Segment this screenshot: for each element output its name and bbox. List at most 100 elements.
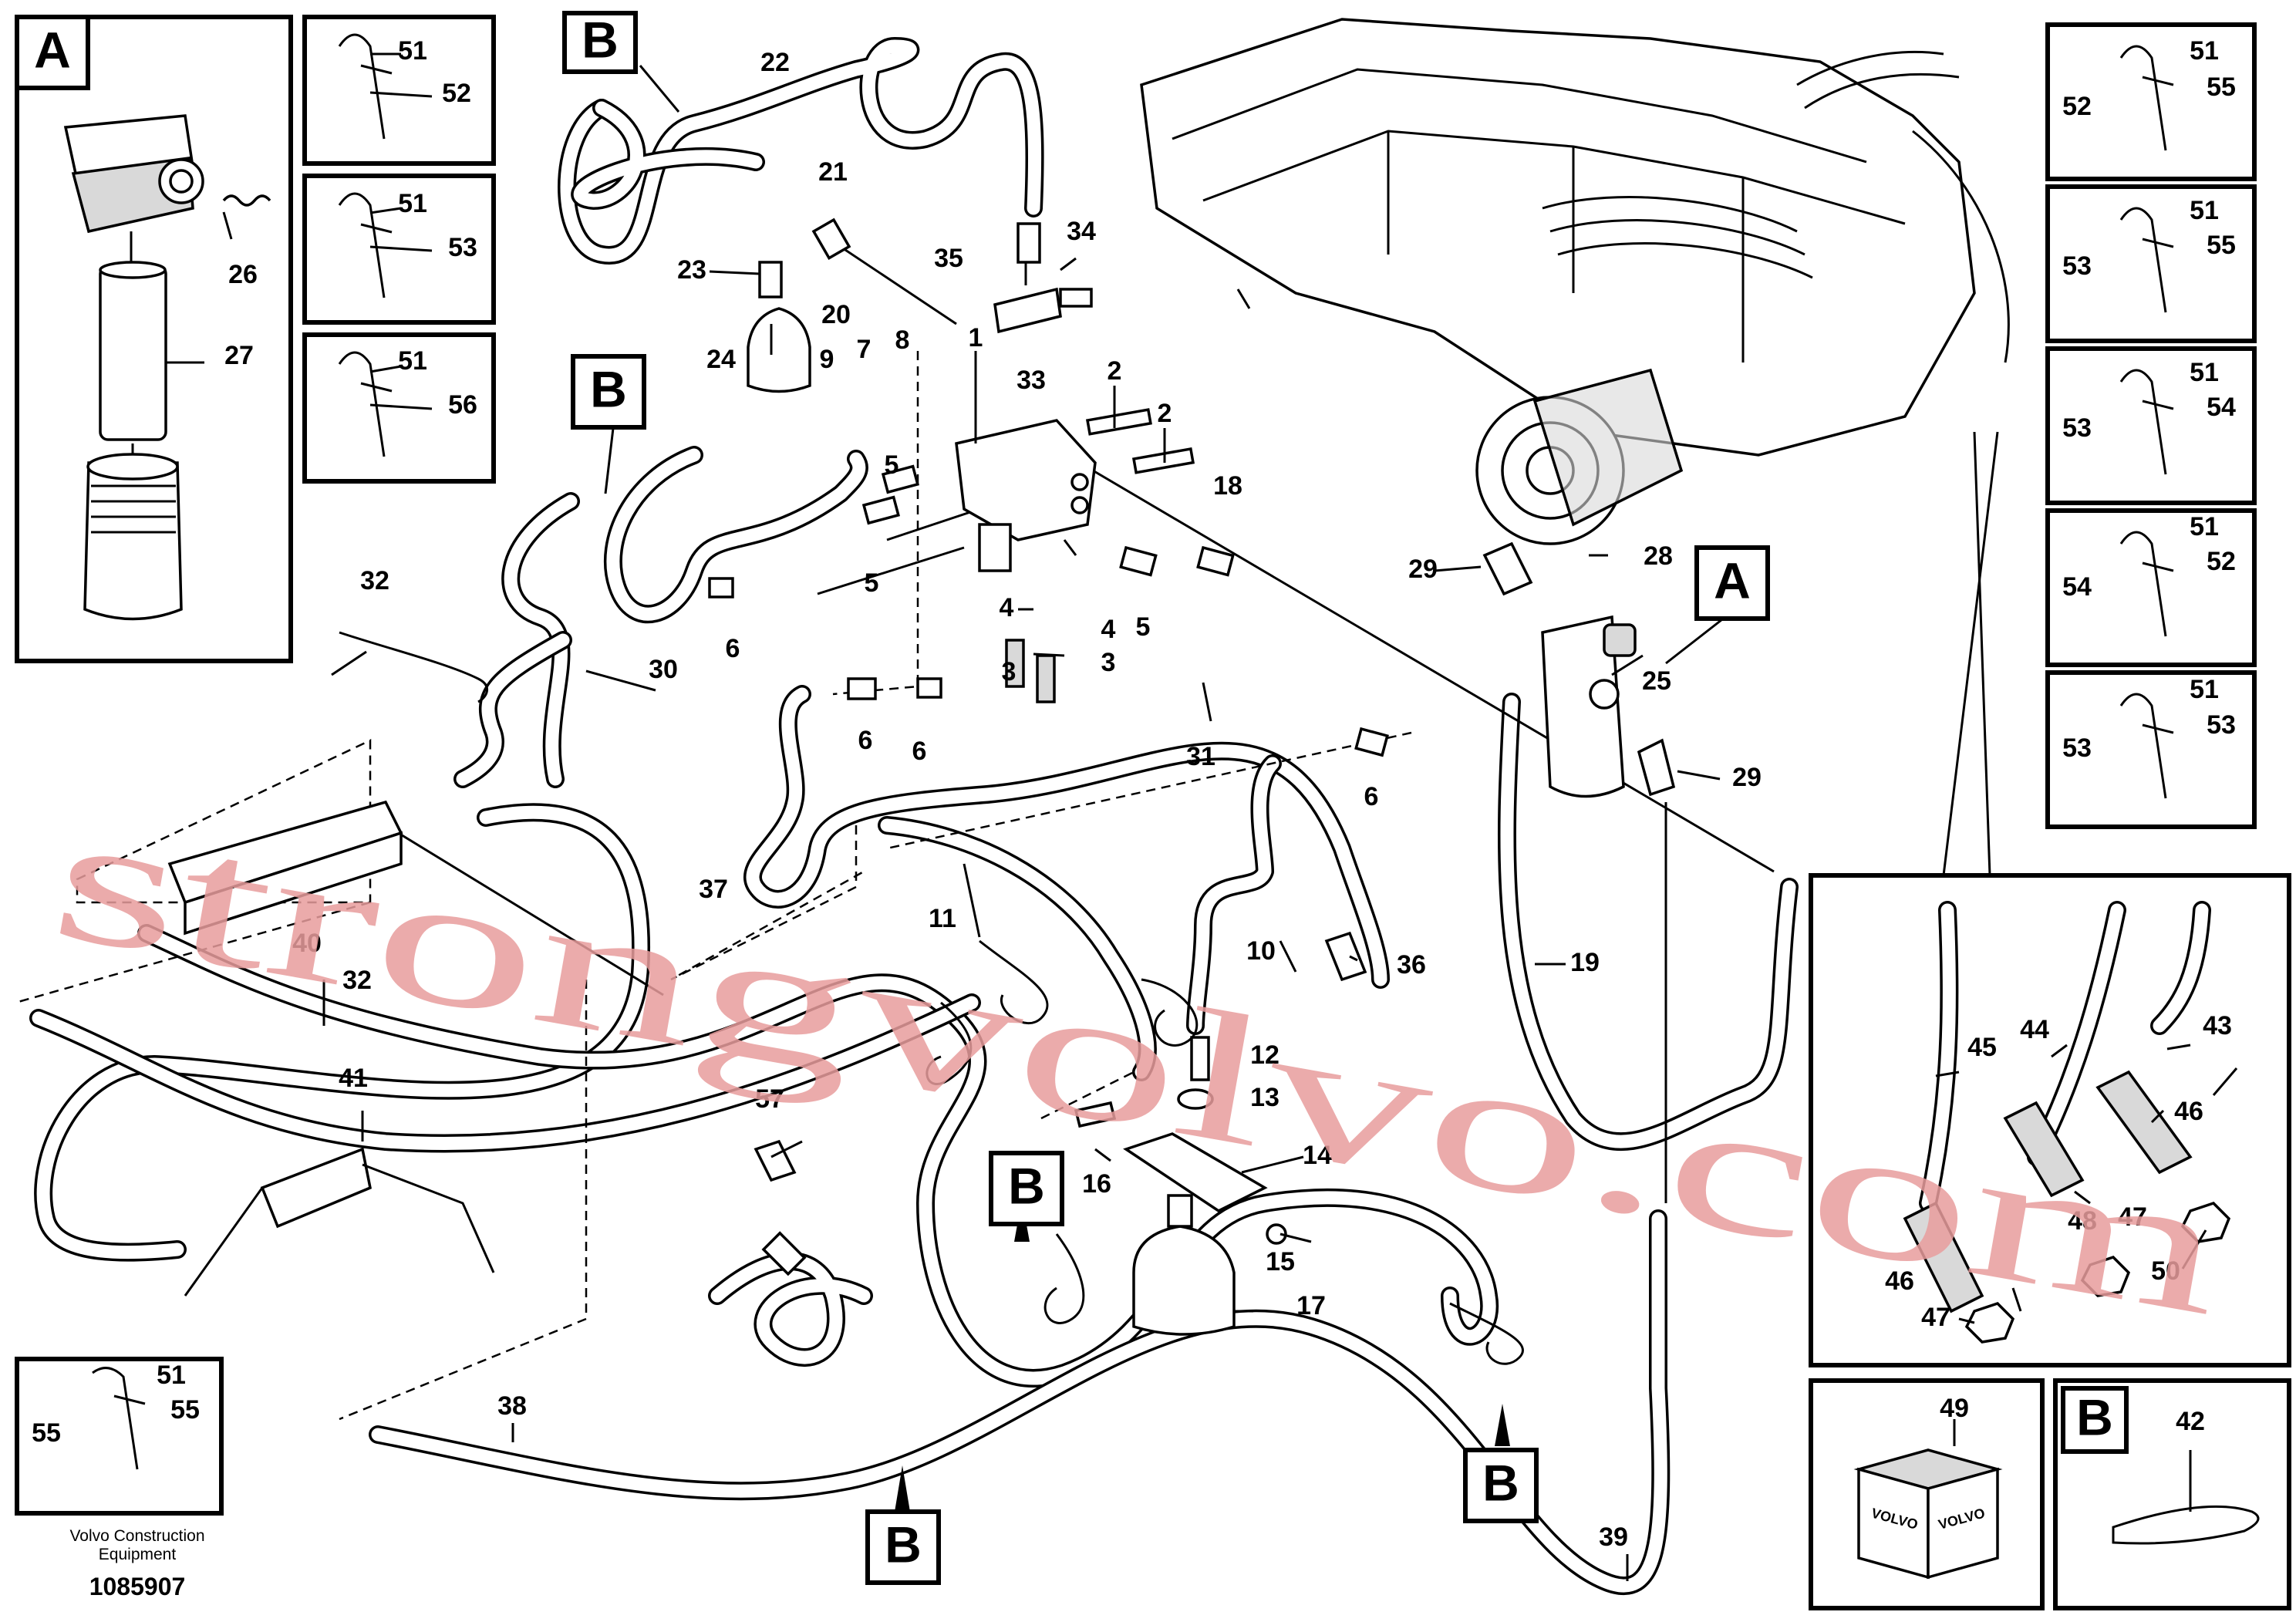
callout-4: 4 [1101, 615, 1116, 644]
detail-panel-a: A [15, 15, 293, 663]
callout-53: 53 [2062, 413, 2092, 443]
detail-panel-cable-ties-right [2045, 22, 2257, 829]
callout-8: 8 [895, 325, 910, 355]
callout-41: 41 [339, 1064, 368, 1093]
view-flag-b: B [582, 11, 619, 68]
callout-57: 57 [755, 1084, 784, 1114]
callout-6: 6 [858, 726, 873, 755]
callout-48: 48 [2068, 1206, 2097, 1236]
callout-22: 22 [760, 48, 790, 77]
callout-6: 6 [912, 737, 927, 766]
svg-text:B: B [2076, 1388, 2113, 1445]
view-flag-b: B [885, 1516, 922, 1573]
callout-2: 2 [1108, 356, 1122, 386]
callout-45: 45 [1967, 1033, 1997, 1062]
cable-tie-icon [2119, 45, 2174, 799]
callout-52: 52 [2062, 92, 2092, 121]
view-flags: B B A B B B [562, 11, 1770, 1585]
callout-55: 55 [170, 1395, 200, 1425]
view-flag-b: B [1008, 1157, 1045, 1214]
view-flag-a: A [1714, 551, 1751, 609]
callout-5: 5 [885, 450, 899, 480]
detail-panel-kit: VOLVO VOLVO [1809, 1378, 2045, 1610]
callout-50: 50 [2151, 1256, 2180, 1286]
callout-42: 42 [2176, 1407, 2205, 1436]
footer: Volvo Construction Equipment 1085907 [69, 1527, 204, 1600]
callout-32: 32 [342, 966, 372, 995]
callout-40: 40 [292, 929, 322, 958]
view-flag-b: B [1482, 1454, 1519, 1511]
callout-51: 51 [398, 346, 427, 376]
callout-5: 5 [1136, 612, 1151, 642]
callout-15: 15 [1266, 1247, 1295, 1276]
callout-51: 51 [157, 1361, 186, 1390]
callout-36: 36 [1397, 950, 1426, 980]
callout-2: 2 [1158, 399, 1172, 428]
manufacturer-line-1: Volvo Construction [69, 1527, 204, 1545]
callout-24: 24 [706, 345, 736, 374]
callout-5: 5 [865, 568, 879, 598]
callout-11: 11 [929, 904, 956, 933]
callout-16: 16 [1082, 1169, 1111, 1199]
detail-panel-b-clamp: B [2053, 1378, 2291, 1610]
callout-51: 51 [2190, 358, 2219, 387]
callout-29: 29 [1732, 763, 1762, 792]
cable-tie-icon [338, 33, 393, 457]
callout-32: 32 [360, 566, 389, 595]
callout-34: 34 [1067, 217, 1096, 246]
callout-4: 4 [1000, 593, 1014, 622]
callout-51: 51 [398, 36, 427, 66]
callout-19: 19 [1570, 948, 1600, 977]
callout-35: 35 [934, 244, 963, 273]
callout-14: 14 [1303, 1141, 1332, 1170]
callout-53: 53 [2062, 733, 2092, 763]
machine-frame-illustration [1140, 18, 2010, 545]
manufacturer-line-2: Equipment [99, 1546, 177, 1563]
detail-panel-connector-closeup [1809, 873, 2291, 1367]
callout-51: 51 [2190, 675, 2219, 704]
callout-12: 12 [1250, 1040, 1279, 1070]
callout-28: 28 [1644, 541, 1673, 571]
callout-20: 20 [821, 300, 851, 329]
callout-39: 39 [1599, 1523, 1628, 1552]
hose-routing [29, 37, 1799, 1595]
callout-54: 54 [2207, 393, 2236, 422]
callout-numbers: 1 2 2 3 3 4 4 5 5 5 6 6 6 6 7 8 9 10 11 … [32, 36, 2236, 1552]
callout-51: 51 [2190, 196, 2219, 225]
callout-23: 23 [677, 255, 706, 285]
callout-46: 46 [2174, 1097, 2203, 1126]
detail-panel-bottom-left-ties [15, 1357, 224, 1516]
callout-56: 56 [448, 390, 477, 420]
drawing-number: 1085907 [89, 1573, 186, 1600]
callout-13: 13 [1250, 1083, 1279, 1112]
callout-47: 47 [2118, 1202, 2147, 1232]
callout-3: 3 [1002, 657, 1017, 686]
callout-18: 18 [1213, 471, 1242, 501]
callout-53: 53 [2207, 710, 2236, 740]
callout-30: 30 [649, 655, 678, 684]
callout-53: 53 [2062, 251, 2092, 281]
callout-29: 29 [1408, 555, 1438, 584]
detail-panel-cable-ties-left [302, 15, 496, 484]
callout-53: 53 [448, 233, 477, 262]
callout-43: 43 [2203, 1011, 2232, 1040]
callout-49: 49 [1940, 1394, 1969, 1423]
callout-52: 52 [2207, 547, 2236, 576]
components [167, 218, 1676, 1365]
callout-3: 3 [1101, 648, 1116, 677]
callout-33: 33 [1017, 366, 1046, 395]
callout-46: 46 [1885, 1266, 1914, 1296]
svg-text:A: A [34, 21, 71, 78]
leader-lines [322, 65, 2238, 1581]
callout-17: 17 [1296, 1291, 1326, 1320]
callout-25: 25 [1642, 666, 1671, 696]
callout-31: 31 [1186, 742, 1215, 771]
callout-51: 51 [2190, 512, 2219, 541]
callout-55: 55 [2207, 73, 2236, 102]
callout-47: 47 [1921, 1303, 1950, 1332]
callout-55: 55 [2207, 231, 2236, 260]
callout-52: 52 [442, 79, 471, 108]
callout-37: 37 [699, 875, 728, 904]
callout-26: 26 [228, 260, 258, 289]
